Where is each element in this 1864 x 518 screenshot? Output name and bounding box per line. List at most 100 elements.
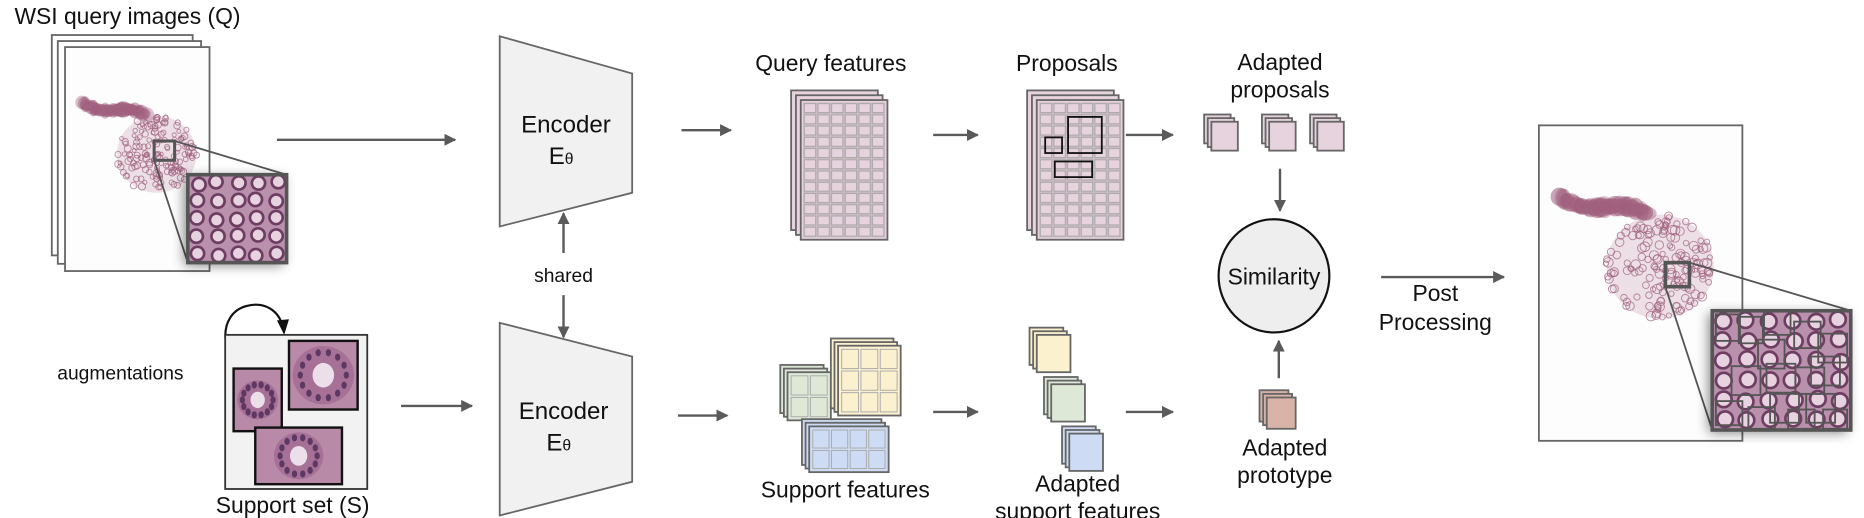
feature-cell — [872, 204, 885, 215]
feature-cell — [841, 348, 860, 370]
feature-cell — [831, 204, 844, 215]
feature-cell — [809, 396, 828, 418]
support-set-box — [224, 333, 369, 490]
gland — [250, 226, 267, 243]
feature-cell — [803, 125, 817, 136]
encoder-bottom-label: Encoder — [519, 398, 609, 425]
proposal-box — [1053, 160, 1094, 179]
feature-cell — [1067, 125, 1080, 136]
feature-cell — [1039, 193, 1053, 203]
gland — [230, 245, 247, 262]
feature-cell — [1080, 103, 1094, 113]
feature-cell — [1080, 170, 1094, 181]
feature-cell — [790, 396, 809, 418]
adapted-support-features-label-2: support features — [995, 498, 1160, 518]
encoder-top-symbol: Eθ — [549, 143, 574, 170]
feature-cell — [1108, 226, 1121, 237]
feature-cell — [1067, 170, 1080, 181]
proposal-box — [1067, 116, 1103, 154]
feature-cell — [844, 125, 858, 136]
feature-sheet — [799, 99, 889, 241]
augmentations-label: augmentations — [57, 363, 183, 384]
zoom-region-box — [152, 139, 177, 162]
adapted-proposal-stack — [1261, 113, 1297, 152]
feature-cell — [1080, 181, 1094, 192]
query-images-title: WSI query images (Q) — [14, 3, 240, 29]
feature-cell — [849, 449, 867, 470]
support-features-label: Support features — [761, 476, 930, 502]
gland — [1807, 410, 1826, 429]
adapted-support-blue — [1061, 425, 1104, 472]
encoder-top: Encoder Eθ — [498, 35, 634, 228]
feature-cell — [817, 148, 830, 158]
feature-cell — [817, 125, 830, 136]
gland — [1714, 311, 1733, 331]
feature-cell — [817, 204, 830, 215]
feature-sheet — [1035, 333, 1072, 374]
support-feature-yellow — [829, 337, 902, 417]
adapted-proposal-stack — [1203, 113, 1239, 152]
feature-cell — [1039, 125, 1053, 136]
feature-cell — [831, 148, 844, 158]
proposal-feature-maps — [1026, 89, 1125, 241]
feature-cell — [1053, 103, 1066, 113]
feature-cell — [858, 125, 871, 136]
feature-cell — [858, 159, 871, 170]
feature-cell — [844, 215, 858, 226]
feature-cell — [831, 103, 844, 113]
adapted-support-features-label-1: Adapted — [1035, 470, 1120, 496]
feature-cell — [817, 170, 830, 181]
gland — [1716, 410, 1735, 429]
feature-cell — [809, 375, 828, 396]
encoder-bottom: Encoder Eθ — [498, 321, 634, 517]
feature-cell — [860, 370, 879, 391]
feature-cell — [879, 392, 898, 413]
feature-cell — [1053, 181, 1066, 192]
feature-cell — [1067, 193, 1080, 203]
gland — [210, 193, 226, 210]
feature-cell — [803, 170, 817, 181]
feature-cell — [1080, 114, 1094, 125]
gland — [268, 228, 285, 244]
proposal-box — [1044, 136, 1063, 154]
feature-cell — [831, 215, 844, 226]
detection-box — [1769, 392, 1800, 424]
gland — [248, 209, 265, 226]
gland — [1713, 351, 1733, 370]
post-processing-label-2: Processing — [1379, 309, 1492, 335]
adapted-prototype-label-2: prototype — [1237, 462, 1332, 488]
feature-cell — [1039, 159, 1053, 170]
feature-cell — [1108, 136, 1121, 147]
feature-sheet — [1035, 99, 1125, 241]
feature-cell — [844, 170, 858, 181]
feature-cell — [844, 204, 858, 215]
feature-cell — [868, 429, 886, 449]
detection-box — [1730, 365, 1762, 396]
support-image — [254, 426, 344, 486]
feature-cell — [872, 103, 885, 113]
gland — [1738, 349, 1757, 369]
wsi-tissue-image — [75, 95, 201, 193]
feature-sheet — [837, 344, 902, 417]
feature-cell — [817, 159, 830, 170]
feature-cell — [1094, 193, 1107, 203]
feature-cell — [1080, 136, 1094, 147]
similarity-node: Similarity — [1217, 218, 1331, 334]
feature-cell — [879, 370, 898, 391]
feature-cell — [844, 226, 858, 237]
gland — [1783, 350, 1802, 370]
feature-cell — [868, 449, 886, 470]
feature-cell — [1053, 226, 1066, 237]
feature-cell — [831, 181, 844, 192]
feature-cell — [1039, 181, 1053, 192]
gland — [1714, 371, 1734, 390]
feature-cell — [1067, 204, 1080, 215]
gland — [188, 228, 205, 245]
feature-sheet — [1050, 383, 1086, 423]
prototype-stack — [1258, 389, 1297, 430]
gland — [189, 245, 206, 262]
detection-box — [1817, 332, 1849, 364]
support-image — [287, 339, 359, 411]
similarity-label: Similarity — [1228, 263, 1321, 289]
feature-cell — [872, 136, 885, 147]
